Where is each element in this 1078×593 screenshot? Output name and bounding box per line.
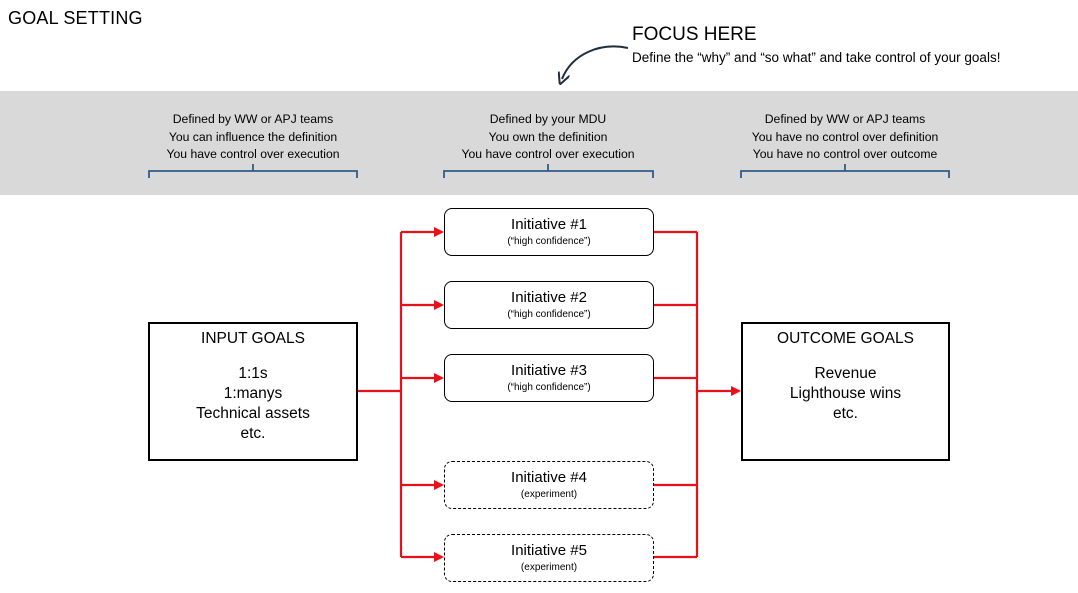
outcome-goal-item: Lighthouse wins <box>789 385 902 402</box>
outcome-goal-item: etc. <box>833 405 858 422</box>
focus-pointer-arrow <box>562 45 629 79</box>
initiative-title: Initiative #1 <box>511 216 587 233</box>
input-goal-item: etc. <box>240 425 266 442</box>
bracket-right <box>740 164 950 178</box>
initiative-title: Initiative #3 <box>511 362 587 379</box>
initiative-subtitle: (“high confidence”) <box>507 382 591 393</box>
outcome-goal-item: Revenue <box>814 365 877 382</box>
input-goal-item: 1:1s <box>238 365 268 382</box>
bracket-middle <box>443 164 654 178</box>
band-right-line: Defined by WW or APJ teams <box>764 112 926 126</box>
band-left-line: Defined by WW or APJ teams <box>172 112 334 126</box>
band-middle-line: You own the definition <box>488 129 608 144</box>
bracket-left <box>148 164 358 178</box>
band-right-line: You have no control over outcome <box>752 147 938 161</box>
band-text-right: Defined by WW or APJ teams You have no c… <box>715 111 975 164</box>
band-left-line: You can influence the definition <box>168 129 338 144</box>
initiative-subtitle: (“high confidence”) <box>507 236 591 247</box>
input-goals-list: 1:1s 1:manys Technical assets etc. <box>150 364 356 444</box>
input-goals-box: INPUT GOALS 1:1s 1:manys Technical asset… <box>148 322 358 461</box>
outcome-goals-title: OUTCOME GOALS <box>777 330 914 347</box>
initiative-5: Initiative #5 (experiment) <box>444 534 654 582</box>
page-title: GOAL SETTING <box>8 8 143 28</box>
initiative-subtitle: (experiment) <box>520 562 578 573</box>
focus-subtitle: Define the “why” and “so what” and take … <box>632 50 1001 65</box>
band-left-line: You have control over execution <box>166 147 340 161</box>
initiative-subtitle: (“high confidence”) <box>507 309 591 320</box>
initiative-4: Initiative #4 (experiment) <box>444 461 654 509</box>
band-text-middle: Defined by your MDU You own the definiti… <box>418 111 678 164</box>
input-goals-title: INPUT GOALS <box>201 330 305 347</box>
initiative-1: Initiative #1 (“high confidence”) <box>444 208 654 256</box>
input-goal-item: Technical assets <box>196 405 310 422</box>
initiative-subtitle: (experiment) <box>520 489 578 500</box>
outcome-goals-list: Revenue Lighthouse wins etc. <box>743 364 948 424</box>
initiative-3: Initiative #3 (“high confidence”) <box>444 354 654 402</box>
band-right-line: You have no control over definition <box>751 129 939 144</box>
band-text-left: Defined by WW or APJ teams You can influ… <box>123 111 383 164</box>
outcome-goals-box: OUTCOME GOALS Revenue Lighthouse wins et… <box>741 322 950 461</box>
focus-title: FOCUS HERE <box>632 24 757 45</box>
initiative-title: Initiative #5 <box>511 542 587 559</box>
initiative-2: Initiative #2 (“high confidence”) <box>444 281 654 329</box>
band-middle-line: Defined by your MDU <box>489 112 607 126</box>
initiative-title: Initiative #4 <box>511 469 587 486</box>
initiative-title: Initiative #2 <box>511 289 587 306</box>
band-middle-line: You have control over execution <box>461 147 635 161</box>
input-goal-item: 1:manys <box>223 385 283 402</box>
definition-band <box>0 91 1078 195</box>
